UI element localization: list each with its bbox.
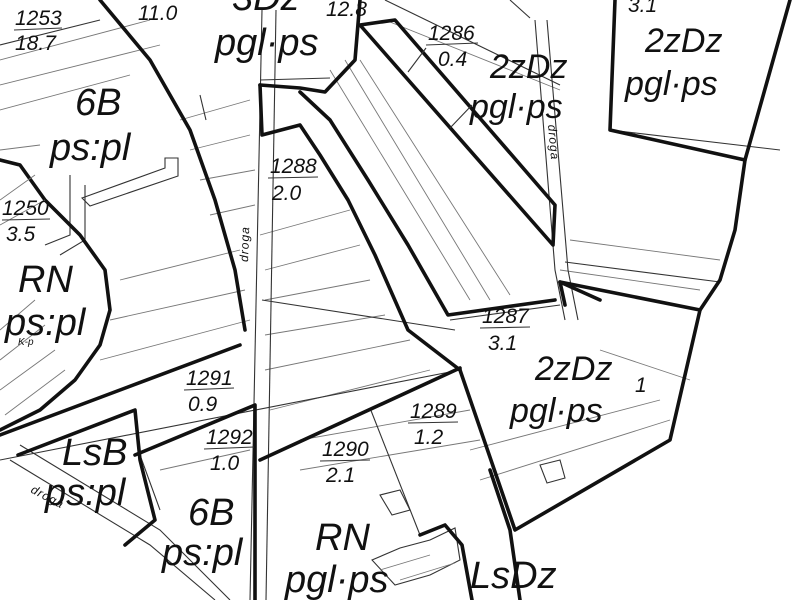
parcel-area: 18.7 <box>15 32 57 55</box>
parcel-label: 1287 3.1 <box>479 305 530 355</box>
small-mark: K-p <box>18 337 34 348</box>
soil-class: 6B <box>188 492 234 534</box>
land-use-label: 6B ps:pl <box>161 492 244 574</box>
building-marks <box>80 157 566 586</box>
edge-number: 11.0 <box>138 2 178 25</box>
land-use-label: RN pgl·ps <box>284 517 389 600</box>
land-use-label: 2zDz pgl·ps <box>469 48 567 126</box>
land-use: pgl·ps <box>509 392 603 430</box>
soil-class: 2zDz <box>644 22 722 60</box>
arrow-mark <box>509 0 531 19</box>
parcel-id: 1250 <box>2 197 49 220</box>
parcel-label: 1288 2.0 <box>267 155 319 205</box>
land-use: pgl·ps <box>284 559 389 600</box>
parcel-id: 1291 <box>186 367 233 390</box>
land-use-label: 6B ps:pl <box>49 82 132 169</box>
edge-number: 12.8 <box>326 0 367 21</box>
small-mark: 1 <box>635 374 647 397</box>
land-use-label: 2zDz pgl·ps <box>509 350 612 430</box>
parcel-area: 0.9 <box>188 393 218 416</box>
soil-class: 6B <box>75 82 121 124</box>
parcel-id: 1287 <box>482 305 530 328</box>
parcel-area: 1.0 <box>210 452 240 475</box>
soil-class: LsDz <box>470 555 557 597</box>
parcel-label: 1291 0.9 <box>183 367 235 416</box>
parcel-id: 1292 <box>206 426 253 449</box>
road-label: droga <box>545 124 562 161</box>
parcel-label: 1253 18.7 <box>13 7 62 55</box>
parcel-id: 1288 <box>270 155 317 178</box>
parcel-label: 1289 1.2 <box>407 400 459 449</box>
parcel-label: 1286 0.4 <box>425 22 479 71</box>
parcel-area: 3.5 <box>6 223 36 246</box>
hatching <box>0 174 456 581</box>
parcel-area: 0.4 <box>438 48 467 71</box>
land-use: pgl·ps <box>624 65 718 103</box>
strike-mark <box>199 94 207 121</box>
parcel-label: 1292 1.0 <box>203 426 255 475</box>
land-use-label: LsDz <box>470 555 557 597</box>
land-use-label: 2zDz pgl·ps <box>624 22 722 103</box>
parcel-area: 2.1 <box>325 464 355 487</box>
edge-number: 3.1 <box>628 0 657 17</box>
parcel-label: 1250 3.5 <box>1 197 51 246</box>
soil-class: RN <box>315 517 370 559</box>
strike-mark <box>449 104 473 129</box>
land-use: ps:pl <box>49 127 132 169</box>
land-use: ps:pl <box>4 302 87 344</box>
soil-class: 2zDz <box>489 48 567 86</box>
land-use: pgl·ps <box>214 22 319 64</box>
land-use-label: LsB ps:pl <box>44 432 127 514</box>
land-use: pgl·ps <box>469 88 563 126</box>
land-use-label: 3Dz pgl·ps <box>214 0 319 64</box>
parcel-area: 1.2 <box>414 426 444 449</box>
road-label: droga <box>237 226 252 262</box>
parcel-id: 1289 <box>410 400 457 423</box>
parcel-id: 1286 <box>428 22 475 45</box>
land-use-label: RN ps:pl <box>4 259 87 344</box>
soil-class: RN <box>18 259 73 301</box>
land-use: ps:pl <box>44 472 127 514</box>
soil-class: 3Dz <box>232 0 300 19</box>
parcel-id: 1290 <box>322 438 369 461</box>
strike-mark <box>407 47 427 73</box>
parcel-id: 1253 <box>15 7 62 30</box>
soil-class: LsB <box>62 432 127 474</box>
soil-class: 2zDz <box>534 350 612 388</box>
parcel-label: 1290 2.1 <box>319 438 371 487</box>
parcel-area: 2.0 <box>271 182 302 205</box>
parcel-area: 3.1 <box>488 332 517 355</box>
land-use: ps:pl <box>161 532 244 574</box>
